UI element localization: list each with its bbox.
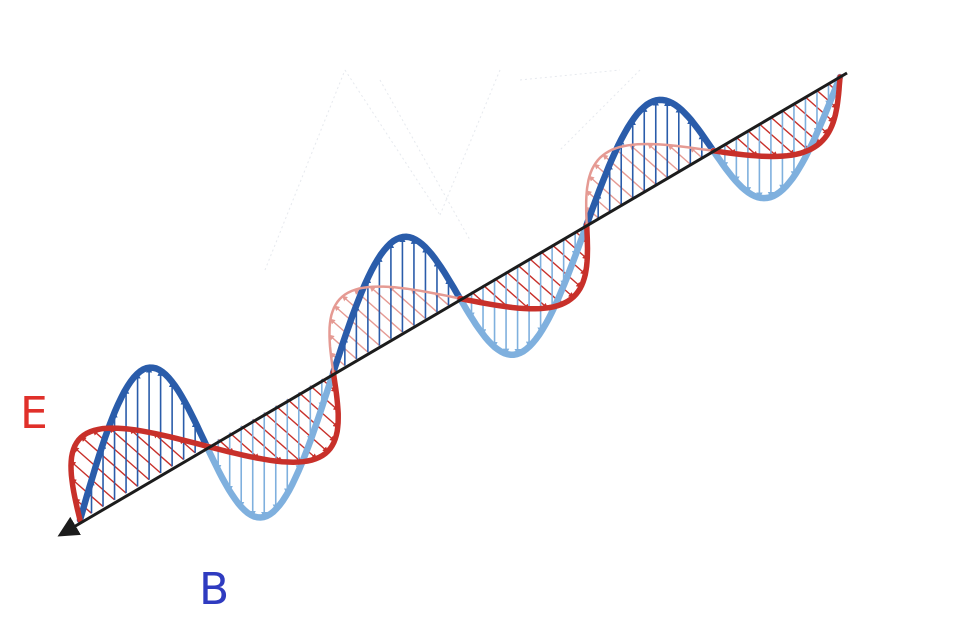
electric-field-vector: [482, 284, 509, 308]
electric-field-vector: [816, 89, 838, 109]
electric-field-vector: [517, 264, 563, 305]
electric-field-vector: [629, 144, 668, 179]
magnetic-field-wave: [76, 73, 844, 524]
magnetic-field-curve-segment: [76, 364, 210, 524]
electric-field-vector: [369, 286, 415, 326]
electric-field-vector: [551, 244, 587, 275]
electric-field-vector: [770, 116, 810, 152]
electric-field-vector: [735, 136, 759, 157]
electric-field-wave: [68, 74, 843, 523]
electric-field-vector: [329, 318, 369, 353]
magnetic-field-curve-segment: [456, 221, 590, 358]
electric-field-vector: [528, 257, 575, 298]
electric-field-vector: [80, 436, 139, 487]
magnetic-field-curve-segment: [583, 96, 717, 228]
electric-field-vector: [689, 146, 703, 159]
electric-field-curve-segment: [328, 285, 462, 374]
electric-field-vector: [73, 446, 127, 494]
electric-field-curve-segment: [203, 369, 341, 465]
electric-field-vector: [341, 295, 392, 340]
electric-field-vector: [152, 432, 185, 461]
electric-field-vector: [588, 175, 622, 206]
magnetic-field-vectors: [88, 83, 832, 519]
magnetic-field-curve-segment: [203, 369, 337, 521]
electric-field-curve-segment: [710, 74, 843, 160]
electric-field-vector: [275, 405, 329, 453]
electric-field-vector: [108, 427, 162, 474]
electric-field-vector: [747, 130, 778, 158]
magnetic-field-label: B: [199, 564, 230, 615]
electric-field-vector: [647, 143, 680, 172]
electric-field-label: E: [20, 388, 48, 439]
electric-field-vector: [804, 96, 835, 123]
electric-field-vector: [240, 425, 283, 463]
electric-field-curve-segment: [584, 142, 715, 226]
electric-field-vector: [252, 418, 302, 463]
electric-field-vector: [758, 123, 796, 156]
electric-field-curve-segment: [68, 425, 210, 523]
electric-field-vector: [540, 250, 582, 288]
electric-field-vector: [388, 286, 426, 320]
electric-field-vector: [494, 277, 530, 310]
electric-field-vector: [593, 163, 634, 199]
magnetic-field-curve-segment: [710, 73, 844, 202]
electric-field-vector: [229, 432, 260, 460]
magnetic-field-curve-segment: [330, 233, 464, 376]
electric-field-curve-segment: [457, 221, 591, 312]
propagation-axis-arrow: [57, 71, 848, 537]
electric-field-vector: [410, 288, 438, 313]
faint-guide-lines: [264, 69, 641, 271]
